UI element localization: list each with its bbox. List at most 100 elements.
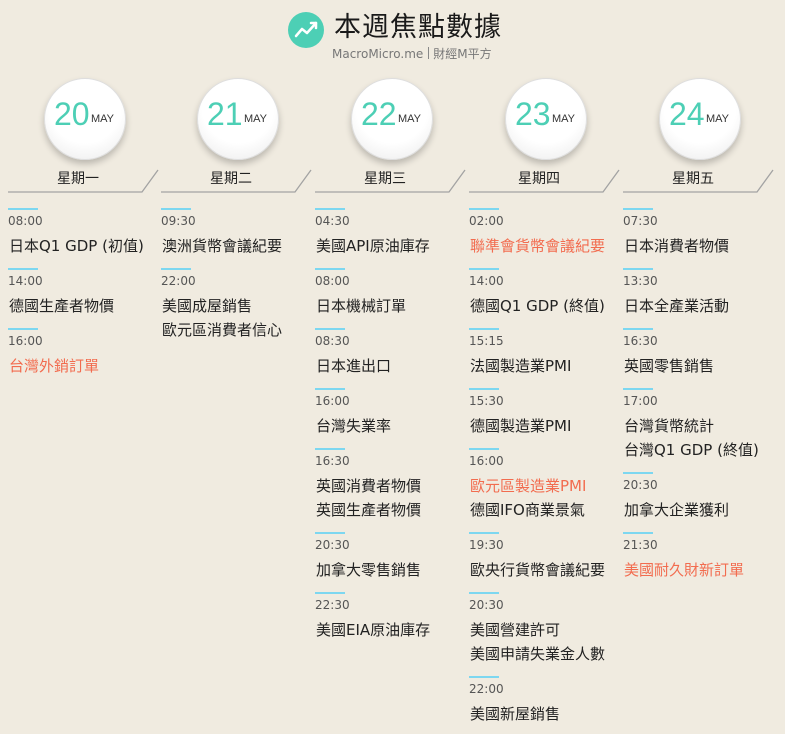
event-titles: 日本Q1 GDP (初值) <box>9 234 144 258</box>
event-titles: 台灣外銷訂單 <box>9 354 99 378</box>
weekday-label: 星期三 <box>364 171 406 187</box>
event-titles: 歐央行貨幣會議紀要 <box>470 558 605 582</box>
event-time: 22:00 <box>161 274 196 288</box>
event-time: 16:00 <box>8 334 43 348</box>
time-marker <box>623 532 653 534</box>
event-time: 21:30 <box>623 538 658 552</box>
event-title: 台灣Q1 GDP (終值) <box>624 441 759 459</box>
event-title: 美國成屋銷售 <box>162 297 253 315</box>
event-titles: 日本機械訂單 <box>316 294 406 318</box>
event-titles: 法國製造業PMI <box>470 354 571 378</box>
event-time: 04:30 <box>315 214 350 228</box>
event-time: 20:30 <box>469 598 504 612</box>
site-name-cn: 財經M平方 <box>433 47 492 61</box>
event-title: 美國申請失業金人數 <box>470 645 606 663</box>
event-titles: 美國營建許可美國申請失業金人數 <box>470 618 605 666</box>
date-number: 21 <box>207 96 243 132</box>
event-title: 美國EIA原油庫存 <box>316 621 431 639</box>
time-marker <box>469 592 499 594</box>
event-titles: 英國消費者物價英國生產者物價 <box>316 474 421 522</box>
date-month: MAY <box>706 113 730 125</box>
event-titles: 德國製造業PMI <box>470 414 571 438</box>
event-titles: 聯準會貨幣會議紀要 <box>470 234 605 258</box>
event-title: 歐央行貨幣會議紀要 <box>470 561 606 579</box>
time-marker <box>469 388 499 390</box>
time-marker <box>623 328 653 330</box>
weekday-header: 星期二 <box>161 166 316 194</box>
event-title: 德國Q1 GDP (終值) <box>470 297 605 315</box>
event-title: 澳洲貨幣會議紀要 <box>162 237 283 255</box>
event-item: 16:00 台灣外銷訂單 <box>8 328 168 375</box>
time-marker <box>315 532 345 534</box>
event-title: 美國API原油庫存 <box>316 237 430 255</box>
time-marker <box>623 268 653 270</box>
event-item: 20:30 美國營建許可美國申請失業金人數 <box>469 592 629 676</box>
event-titles: 美國耐久財新訂單 <box>624 558 744 582</box>
weekday-label: 星期一 <box>57 171 99 187</box>
event-title: 法國製造業PMI <box>470 357 572 375</box>
date-number: 24 <box>669 96 705 132</box>
time-marker <box>315 328 345 330</box>
time-marker <box>8 328 38 330</box>
event-title: 英國消費者物價 <box>316 477 422 495</box>
event-title-highlight: 台灣外銷訂單 <box>9 357 100 375</box>
event-title: 加拿大零售銷售 <box>316 561 422 579</box>
event-title: 日本全產業活動 <box>624 297 730 315</box>
date-month: MAY <box>552 113 576 125</box>
event-titles: 英國零售銷售 <box>624 354 714 378</box>
event-title: 美國營建許可 <box>470 621 561 639</box>
event-titles: 加拿大零售銷售 <box>316 558 421 582</box>
event-titles: 美國API原油庫存 <box>316 234 430 258</box>
weekday-underline <box>315 169 466 193</box>
event-time: 16:00 <box>469 454 504 468</box>
event-titles: 澳洲貨幣會議紀要 <box>162 234 282 258</box>
event-title: 日本Q1 GDP (初值) <box>9 237 144 255</box>
time-marker <box>469 448 499 450</box>
event-item: 21:30 美國耐久財新訂單 <box>623 532 783 579</box>
time-marker <box>315 448 345 450</box>
event-title: 歐元區消費者信心 <box>162 321 283 339</box>
time-marker <box>161 208 191 210</box>
event-time: 15:30 <box>469 394 504 408</box>
weekday-underline <box>469 169 620 193</box>
event-item: 22:30 美國EIA原油庫存 <box>315 592 475 639</box>
event-title: 英國生產者物價 <box>316 501 422 519</box>
time-marker <box>315 592 345 594</box>
event-time: 17:00 <box>623 394 658 408</box>
event-titles: 美國成屋銷售歐元區消費者信心 <box>162 294 282 342</box>
event-titles: 德國生產者物價 <box>9 294 114 318</box>
time-marker <box>469 676 499 678</box>
event-titles: 加拿大企業獲利 <box>624 498 729 522</box>
weekday-label: 星期二 <box>210 171 252 187</box>
time-marker <box>469 532 499 534</box>
time-marker <box>623 388 653 390</box>
event-time: 14:00 <box>8 274 43 288</box>
date-number: 23 <box>515 96 551 132</box>
weekday-label: 星期四 <box>518 171 560 187</box>
time-marker <box>623 208 653 210</box>
time-marker <box>161 268 191 270</box>
event-title-highlight: 聯準會貨幣會議紀要 <box>470 237 606 255</box>
line-chart-icon <box>288 12 324 48</box>
event-titles: 日本進出口 <box>316 354 391 378</box>
event-time: 22:30 <box>315 598 350 612</box>
time-marker <box>8 268 38 270</box>
